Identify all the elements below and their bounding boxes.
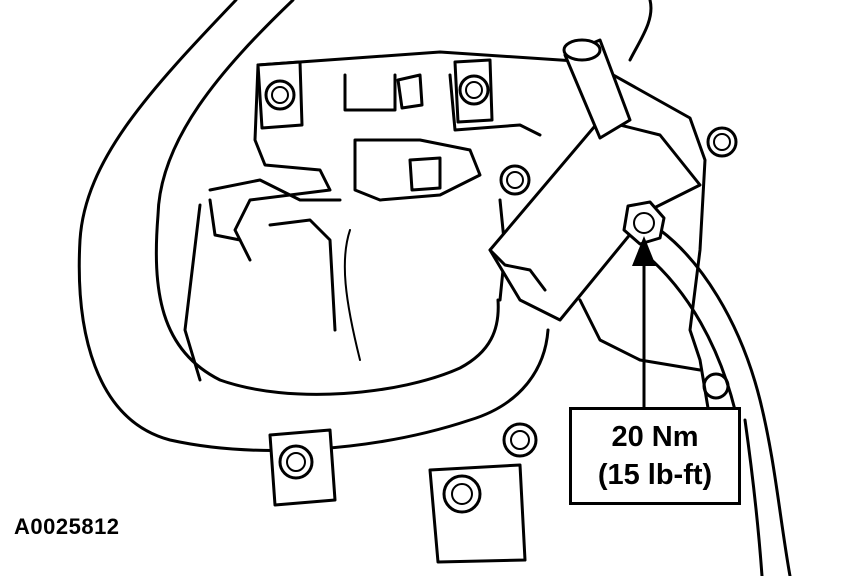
hose bbox=[77, 0, 550, 452]
torque-callout: 20 Nm (15 lb-ft) bbox=[569, 407, 741, 505]
mounting-ears bbox=[256, 58, 738, 564]
figure-id-label: A0025812 bbox=[14, 514, 120, 539]
manifold-block bbox=[488, 38, 702, 322]
compressor-body bbox=[183, 50, 712, 422]
refrigerant-lines bbox=[628, 0, 792, 576]
torque-metric-label: 20 Nm bbox=[611, 421, 699, 453]
torque-imperial-label: (15 lb-ft) bbox=[597, 459, 713, 491]
arrow-up-icon bbox=[632, 236, 656, 407]
hex-bolt-icon bbox=[622, 200, 666, 246]
